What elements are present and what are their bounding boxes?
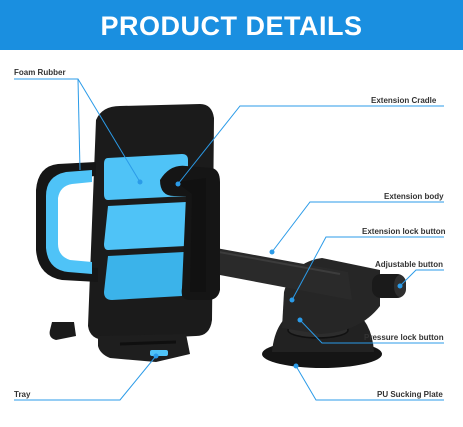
foam-rubber-right <box>176 178 206 292</box>
label-foam-rubber: Foam Rubber <box>14 68 66 77</box>
extension-arm <box>204 246 352 300</box>
label-pu-sucking-plate: PU Sucking Plate <box>377 390 443 399</box>
title-banner <box>0 0 463 50</box>
leader-extension-cradle <box>177 105 444 185</box>
tray-left-foot <box>49 322 76 340</box>
label-extension-lock-button: Extension lock button <box>362 227 446 236</box>
blue-pad-middle <box>104 202 186 250</box>
page-title: PRODUCT DETAILS <box>100 11 363 41</box>
left-grip-foam <box>46 170 92 274</box>
leader-adjustable <box>399 269 444 287</box>
label-extension-cradle: Extension Cradle <box>371 96 437 105</box>
leader-extension-lock <box>291 236 444 301</box>
label-tray: Tray <box>14 390 31 399</box>
blue-pad-bottom <box>104 252 184 300</box>
tray <box>98 334 190 362</box>
label-extension-body: Extension body <box>384 192 444 201</box>
label-pressure-lock-button: Pressure lock button <box>364 333 444 342</box>
leader-extension-body <box>271 201 444 253</box>
leader-pressure-lock <box>299 319 444 344</box>
leader-lines <box>14 78 444 401</box>
leader-pu-plate <box>295 365 444 401</box>
tray-blue-tip <box>150 350 168 356</box>
label-adjustable-button: Adjustable button <box>375 260 443 269</box>
leader-foam-rubber-left <box>77 78 81 171</box>
leader-tray <box>14 355 157 401</box>
